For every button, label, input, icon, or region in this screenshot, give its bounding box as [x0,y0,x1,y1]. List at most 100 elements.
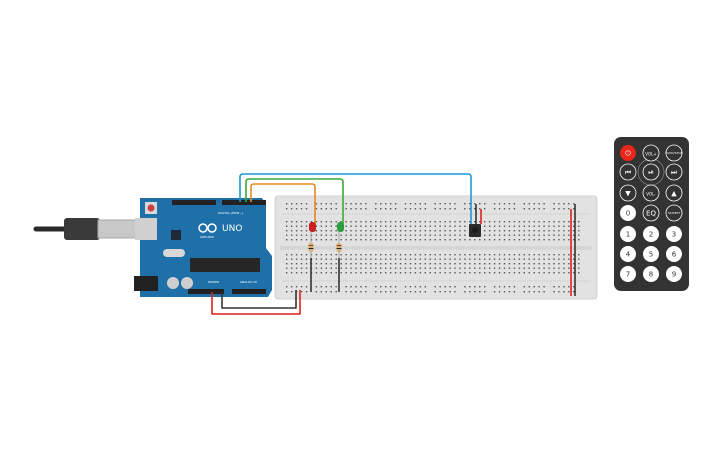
hole[interactable] [300,208,303,210]
hole[interactable] [305,267,308,269]
hole[interactable] [325,291,327,293]
hole[interactable] [375,272,377,274]
hole[interactable] [573,254,575,256]
hole[interactable] [508,263,511,265]
hole[interactable] [404,225,407,227]
hole[interactable] [573,230,575,232]
hole[interactable] [429,230,431,232]
hole[interactable] [355,221,357,223]
hole[interactable] [360,272,362,274]
hole[interactable] [414,225,417,227]
hole[interactable] [578,221,580,223]
hole[interactable] [350,203,352,205]
hole[interactable] [419,234,422,236]
hole[interactable] [300,291,303,293]
hole[interactable] [414,272,417,274]
hole[interactable] [350,208,352,210]
hole[interactable] [498,258,501,260]
hole[interactable] [370,263,372,265]
hole[interactable] [508,286,511,288]
hole[interactable] [469,221,471,223]
hole[interactable] [370,239,372,241]
hole[interactable] [424,272,426,274]
remote-button-digit-8[interactable]: 8 [643,266,659,282]
hole[interactable] [330,203,332,205]
hole[interactable] [543,225,545,227]
hole[interactable] [553,263,555,265]
hole[interactable] [484,221,486,223]
hole[interactable] [518,272,521,274]
hole[interactable] [474,263,476,265]
hole[interactable] [449,258,451,260]
hole[interactable] [375,263,377,265]
hole[interactable] [493,254,496,256]
hole[interactable] [404,203,407,205]
hole[interactable] [399,267,402,269]
hole[interactable] [320,225,323,227]
hole[interactable] [424,234,426,236]
hole[interactable] [543,208,545,210]
hole[interactable] [340,263,342,265]
hole[interactable] [568,208,570,210]
hole[interactable] [335,239,337,241]
hole[interactable] [528,234,530,236]
hole[interactable] [375,208,377,210]
hole[interactable] [350,263,352,265]
hole[interactable] [345,239,347,241]
hole[interactable] [335,263,337,265]
hole[interactable] [305,239,308,241]
hole[interactable] [320,272,323,274]
hole[interactable] [528,230,530,232]
hole[interactable] [568,272,570,274]
hole[interactable] [389,286,392,288]
hole[interactable] [340,254,342,256]
hole[interactable] [434,258,436,260]
hole[interactable] [464,272,466,274]
hole[interactable] [548,239,550,241]
hole[interactable] [419,291,422,293]
hole[interactable] [533,203,535,205]
hole[interactable] [513,234,516,236]
hole[interactable] [454,291,456,293]
hole[interactable] [568,286,570,288]
hole[interactable] [355,225,357,227]
hole[interactable] [315,230,318,232]
hole[interactable] [523,254,525,256]
hole[interactable] [290,230,293,232]
hole[interactable] [498,286,501,288]
hole[interactable] [365,203,367,205]
hole[interactable] [300,230,303,232]
hole[interactable] [538,291,540,293]
hole[interactable] [538,203,540,205]
hole[interactable] [335,272,337,274]
hole[interactable] [320,234,323,236]
hole[interactable] [320,203,323,205]
hole[interactable] [404,267,407,269]
hole[interactable] [558,221,560,223]
hole[interactable] [528,258,530,260]
hole[interactable] [305,221,308,223]
hole[interactable] [404,263,407,265]
hole[interactable] [469,258,471,260]
hole[interactable] [414,286,417,288]
hole[interactable] [305,254,308,256]
hole[interactable] [385,239,387,241]
hole[interactable] [578,230,580,232]
hole[interactable] [538,272,540,274]
hole[interactable] [345,225,347,227]
hole[interactable] [479,263,481,265]
hole[interactable] [523,221,525,223]
hole[interactable] [449,291,451,293]
hole[interactable] [290,254,293,256]
hole[interactable] [568,254,570,256]
hole[interactable] [573,203,575,205]
hole[interactable] [459,272,461,274]
hole[interactable] [315,272,318,274]
hole[interactable] [493,267,496,269]
hole[interactable] [454,272,456,274]
hole[interactable] [380,230,382,232]
hole[interactable] [573,234,575,236]
hole[interactable] [389,267,392,269]
hole[interactable] [568,291,570,293]
hole[interactable] [414,230,417,232]
